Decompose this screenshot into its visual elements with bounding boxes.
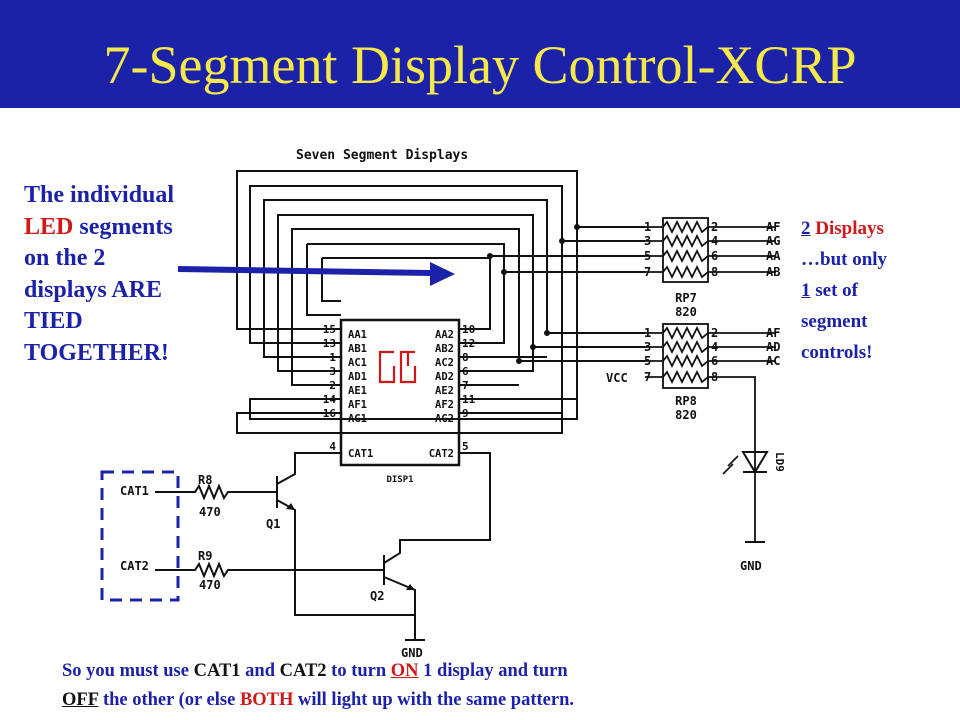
title-bar: 7-Segment Display Control-XCRP <box>0 0 960 108</box>
svg-text:AB: AB <box>766 265 780 279</box>
svg-text:AG2: AG2 <box>435 413 454 425</box>
svg-text:11: 11 <box>462 393 476 406</box>
svg-text:9: 9 <box>462 407 469 420</box>
svg-text:AG: AG <box>766 234 780 248</box>
q2-emitter-arrow <box>406 584 415 590</box>
svg-text:AE1: AE1 <box>348 385 367 397</box>
svg-text:6: 6 <box>711 249 718 263</box>
svg-text:4: 4 <box>711 234 718 248</box>
junction-dots <box>487 224 580 364</box>
svg-text:15: 15 <box>323 323 336 336</box>
svg-text:6: 6 <box>711 354 718 368</box>
svg-text:7: 7 <box>644 265 651 279</box>
bottom-note: So you must use CAT1 and CAT2 to turn ON… <box>62 661 574 710</box>
svg-text:CAT2: CAT2 <box>120 559 149 573</box>
svg-text:1: 1 <box>644 220 651 234</box>
svg-text:AG1: AG1 <box>348 413 367 425</box>
page-title: 7-Segment Display Control-XCRP <box>103 35 857 95</box>
svg-text:AD1: AD1 <box>348 371 367 383</box>
svg-text:12: 12 <box>462 337 475 350</box>
svg-text:2: 2 <box>329 379 336 392</box>
transistor-labels: CAT1 CAT2 R8 470 R9 470 Q1 Q2 GND <box>120 473 423 660</box>
svg-text:5: 5 <box>644 354 651 368</box>
svg-text:2: 2 <box>711 220 718 234</box>
svg-text:AF2: AF2 <box>435 399 454 411</box>
svg-text:AE2: AE2 <box>435 385 454 397</box>
svg-text:3: 3 <box>644 340 651 354</box>
svg-text:GND: GND <box>401 646 423 660</box>
svg-text:10: 10 <box>462 323 475 336</box>
svg-text:1: 1 <box>329 351 336 364</box>
svg-text:AB2: AB2 <box>435 343 454 355</box>
svg-text:AF: AF <box>766 326 780 340</box>
led-ld9: LD9 GND <box>722 451 786 573</box>
svg-text:AA: AA <box>766 249 781 263</box>
svg-text:3: 3 <box>329 365 336 378</box>
svg-text:820: 820 <box>675 408 697 422</box>
svg-text:4: 4 <box>711 340 718 354</box>
svg-text:AA2: AA2 <box>435 329 454 341</box>
svg-text:R9: R9 <box>198 549 212 563</box>
svg-text:14: 14 <box>323 393 337 406</box>
svg-text:13: 13 <box>323 337 336 350</box>
seven-segment-icon <box>378 350 417 384</box>
svg-text:AC1: AC1 <box>348 357 367 369</box>
disp1-body <box>339 318 461 467</box>
svg-text:Q1: Q1 <box>266 517 280 531</box>
svg-text:CAT1: CAT1 <box>348 448 373 460</box>
disp1-right-pins: 10 12 8 6 7 11 9 5 AA2 AB2 AC2 AD2 AE2 A… <box>429 323 476 460</box>
svg-text:470: 470 <box>199 578 221 592</box>
svg-text:820: 820 <box>675 305 697 319</box>
svg-text:R8: R8 <box>198 473 212 487</box>
svg-text:RP8: RP8 <box>675 394 697 408</box>
svg-text:CAT1: CAT1 <box>120 484 149 498</box>
svg-text:1: 1 <box>644 326 651 340</box>
svg-text:RP7: RP7 <box>675 291 697 305</box>
svg-text:AB1: AB1 <box>348 343 367 355</box>
schematic-heading: Seven Segment Displays <box>296 148 468 163</box>
svg-text:6: 6 <box>462 365 469 378</box>
svg-text:16: 16 <box>323 407 337 420</box>
svg-text:470: 470 <box>199 505 221 519</box>
svg-text:8: 8 <box>462 351 469 364</box>
right-note: 2 Displays …but only 1 set of segment co… <box>801 218 888 363</box>
svg-text:AF1: AF1 <box>348 399 367 411</box>
segment-bus-wires <box>236 170 645 434</box>
disp1-left-pins: 15 13 1 3 2 14 16 4 AA1 AB1 AC1 AD1 AE1 … <box>323 323 374 460</box>
svg-text:CAT2: CAT2 <box>429 448 454 460</box>
transistor-wires <box>155 452 491 641</box>
svg-text:AC: AC <box>766 354 780 368</box>
svg-text:Q2: Q2 <box>370 589 384 603</box>
svg-text:8: 8 <box>711 370 718 384</box>
svg-text:8: 8 <box>711 265 718 279</box>
disp1-label: DISP1 <box>386 475 413 485</box>
svg-text:2: 2 <box>711 326 718 340</box>
svg-text:AD: AD <box>766 340 780 354</box>
svg-text:AF: AF <box>766 220 780 234</box>
left-note: The individual LED segments on the 2 dis… <box>24 182 175 366</box>
rp8-resistor-pack: 1 3 5 7 2 4 6 8 AF AD AC VCC RP8 820 <box>606 323 780 542</box>
rp7-resistor-pack: 1 3 5 7 2 4 6 8 AF AG AA AB RP7 820 <box>644 217 781 319</box>
svg-text:4: 4 <box>329 440 336 453</box>
cat-highlight-box <box>100 470 180 602</box>
svg-text:AC2: AC2 <box>435 357 454 369</box>
svg-text:AD2: AD2 <box>435 371 454 383</box>
pointer-arrow <box>177 262 455 286</box>
svg-text:GND: GND <box>740 559 762 573</box>
svg-text:3: 3 <box>644 234 651 248</box>
svg-text:7: 7 <box>462 379 469 392</box>
svg-text:LD9: LD9 <box>773 452 786 472</box>
svg-text:5: 5 <box>462 440 469 453</box>
svg-text:VCC: VCC <box>606 371 628 385</box>
svg-text:AA1: AA1 <box>348 329 367 341</box>
svg-text:5: 5 <box>644 249 651 263</box>
svg-text:7: 7 <box>644 370 651 384</box>
q1-emitter-arrow <box>286 503 295 510</box>
